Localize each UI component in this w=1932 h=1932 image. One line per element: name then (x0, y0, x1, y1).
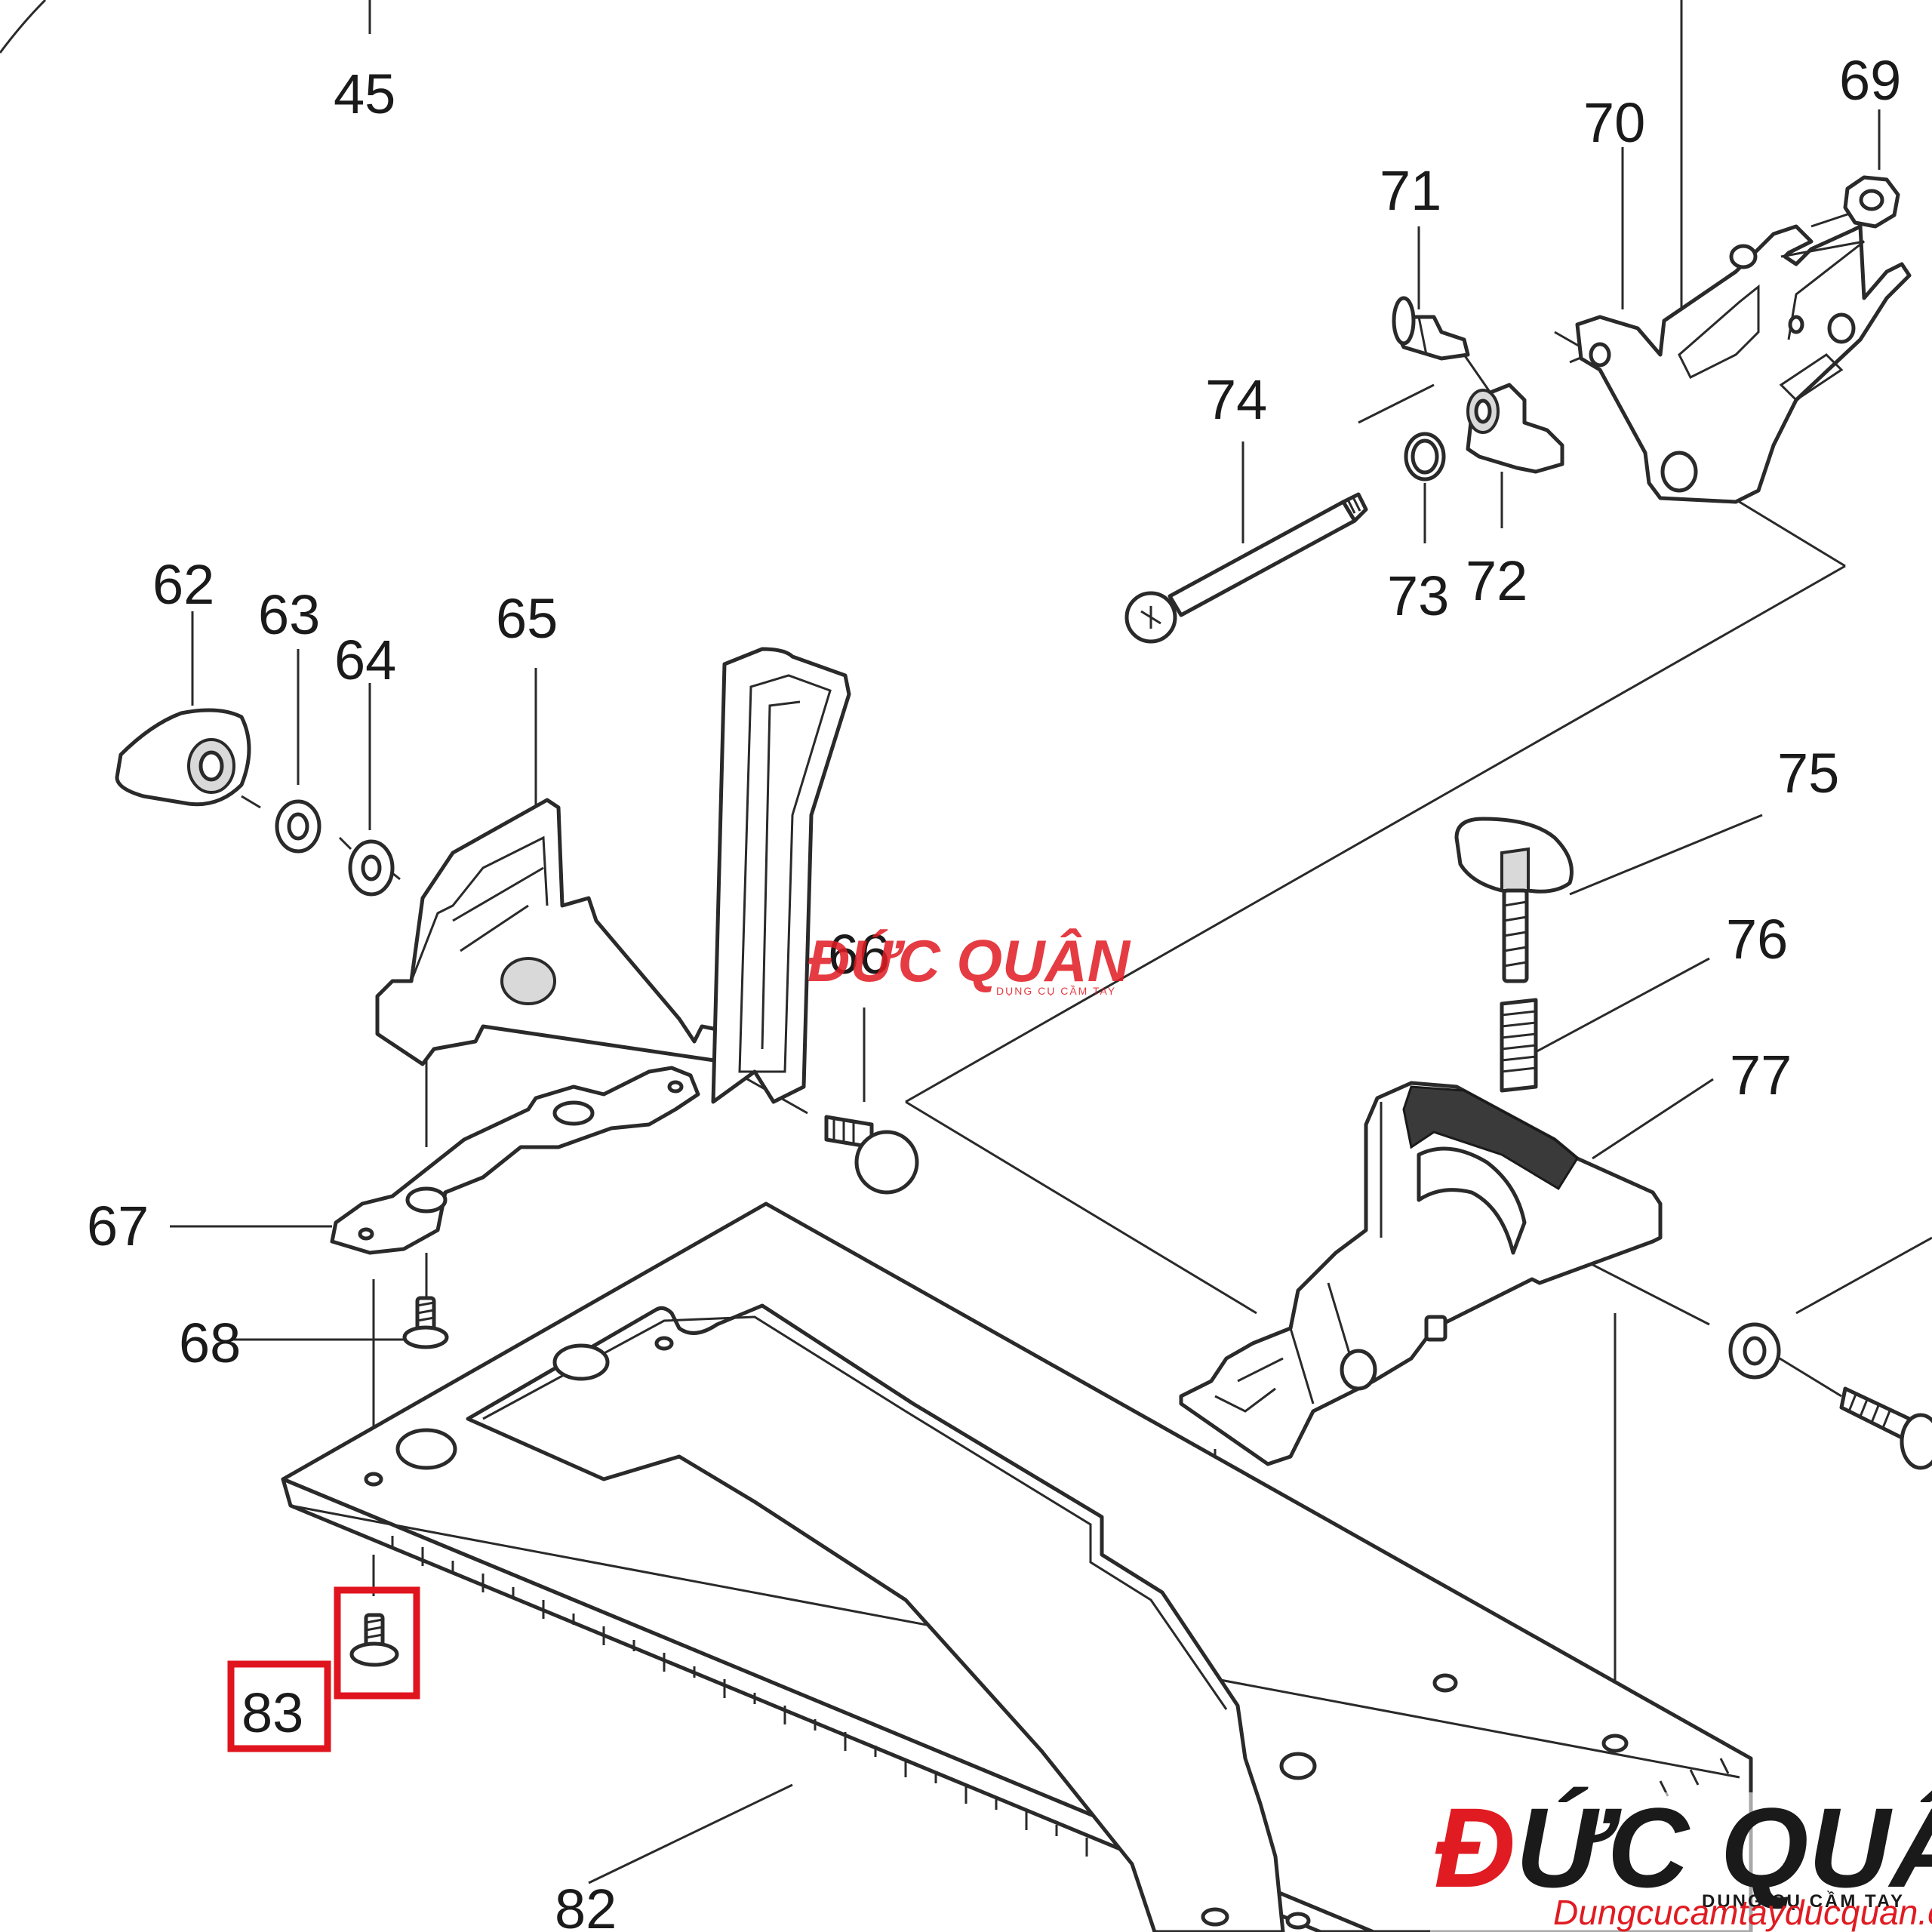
thumb-screw-75 (1454, 817, 1574, 983)
brand-logo-rest: ỨC QUÂN (1515, 1784, 1932, 1911)
brand-tagline: DỤNG CỤ CẦM TAY (1702, 1890, 1905, 1912)
plate-67 (330, 1066, 700, 1255)
center-watermark-brand: ĐỨC QUÂN (808, 928, 1131, 994)
leader-lines (170, 0, 1932, 1917)
spring-76 (1500, 998, 1538, 1093)
label-73: 73 (1387, 565, 1449, 627)
flat-washer-64 (348, 839, 395, 897)
label-67: 67 (87, 1195, 149, 1257)
rivet-71 (1392, 296, 1470, 361)
screw-68 (402, 1296, 449, 1349)
label-82: 82 (555, 1878, 617, 1932)
guide-77 (1179, 1081, 1663, 1466)
spring-washer-63 (275, 799, 321, 854)
base-plate-82 (281, 1201, 1753, 1932)
angle-guide-65 (375, 647, 851, 1104)
wing-nut-62 (115, 708, 251, 807)
brand-logo-text: ĐỨC QUÂN (1434, 1784, 1932, 1911)
label-71: 71 (1380, 159, 1441, 222)
center-watermark-tagline: DỤNG CỤ CẦM TAY (996, 985, 1116, 997)
part-number-labels: 45 62 63 64 65 66 67 68 69 70 71 72 73 7… (87, 49, 1901, 1932)
scale-ticks (391, 1536, 1730, 1857)
lever-72 (1466, 383, 1564, 474)
hex-nut-69 (1843, 175, 1900, 229)
label-77: 77 (1730, 1044, 1792, 1106)
washer-right-edge (1728, 1322, 1781, 1380)
label-69: 69 (1839, 49, 1901, 112)
highlight-box-83-part (334, 1586, 420, 1700)
label-83: 83 (242, 1681, 303, 1744)
screw-66 (824, 1115, 919, 1195)
label-74: 74 (1205, 368, 1267, 431)
housing-edge-arc (0, 0, 47, 54)
brand-watermark: ĐỨC QUÂN DỤNG CỤ CẦM TAY Dungcucamtayduc… (1430, 1784, 1932, 1932)
label-62: 62 (152, 553, 214, 616)
label-64: 64 (334, 629, 396, 691)
brand-logo-letter: Đ (1434, 1784, 1515, 1911)
bolt-74 (1124, 492, 1368, 644)
label-68: 68 (179, 1312, 241, 1374)
screw-83 (349, 1613, 399, 1667)
label-66: 66 (828, 923, 890, 986)
label-75: 75 (1777, 742, 1839, 804)
label-76: 76 (1726, 908, 1788, 971)
bolt-right-edge (1839, 1386, 1932, 1470)
bracket-70 (1575, 224, 1912, 504)
label-45: 45 (334, 63, 395, 125)
highlight-box-83-label (227, 1660, 331, 1752)
brand-url: Dungcucamtayducquan.com (1553, 1893, 1932, 1932)
label-63: 63 (258, 583, 320, 646)
label-65: 65 (496, 587, 558, 650)
o-ring-73 (1404, 432, 1446, 481)
center-watermark: ĐỨC QUÂN DỤNG CỤ CẦM TAY (808, 928, 1131, 997)
label-72: 72 (1466, 549, 1527, 612)
label-70: 70 (1583, 91, 1645, 154)
